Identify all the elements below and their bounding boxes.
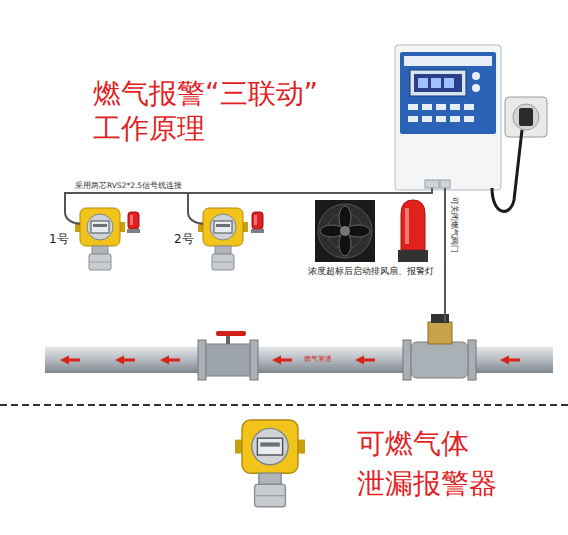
- fan-and-alarm-lamp: 浓度超标后启动排风扇、报警灯: [305, 198, 438, 280]
- gas-detector: 2号: [171, 206, 271, 272]
- gas-detector: 1号: [46, 206, 146, 272]
- pipe-label: 燃气管道: [304, 355, 332, 364]
- product-name: 可燃气体 泄漏报警器: [357, 424, 507, 504]
- detector-number: 2号: [174, 232, 194, 246]
- valve-note: 可关闭燃气阀门: [450, 197, 459, 253]
- wire-note: 采用两芯RVS2*2.5信号线连接: [75, 181, 182, 190]
- device-caption: 浓度超标后启动排风扇、报警灯: [308, 266, 434, 276]
- detector-number: 1号: [49, 232, 69, 246]
- title-text: 燃气报警“三联动” 工作原理: [93, 76, 383, 146]
